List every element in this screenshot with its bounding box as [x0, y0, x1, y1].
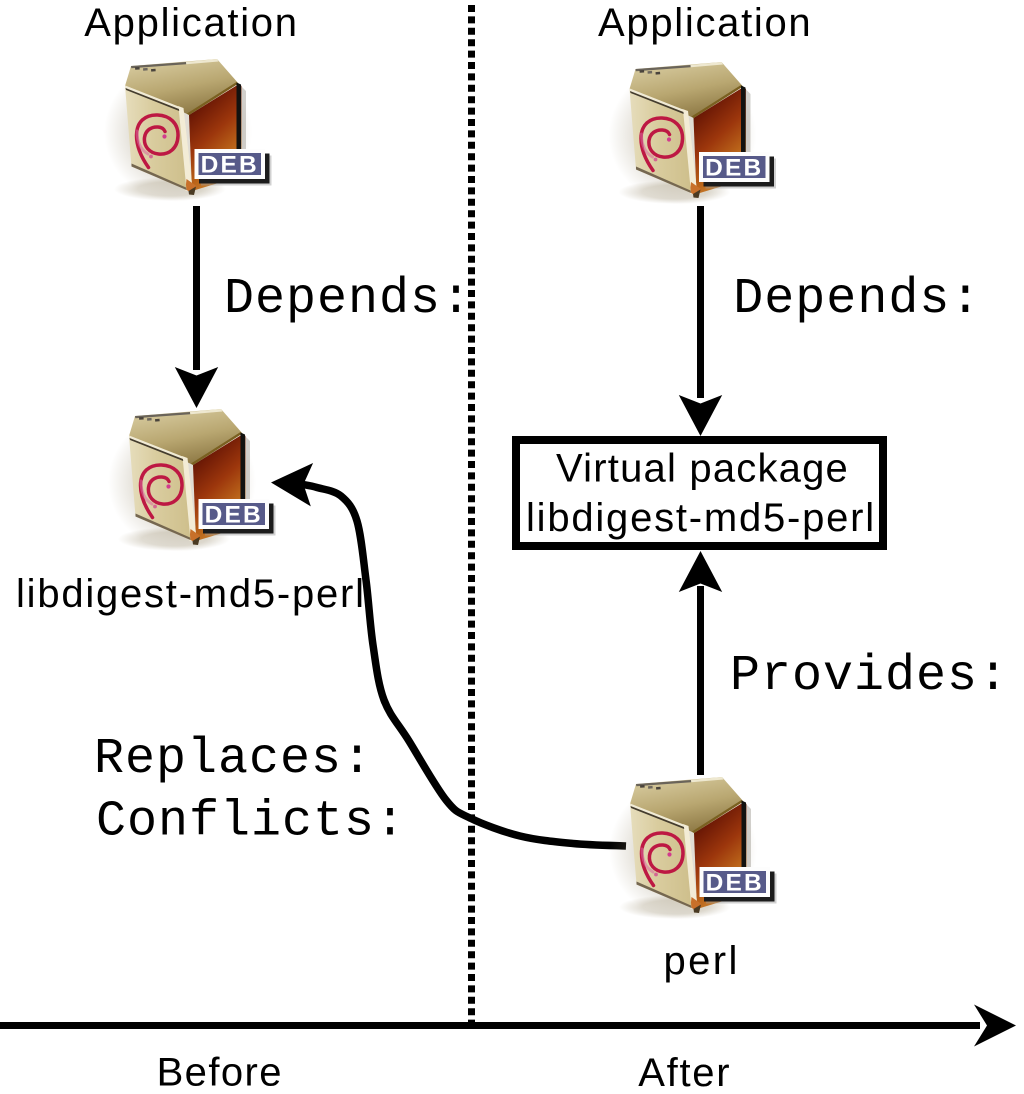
svg-text:Replaces:: Replaces: — [94, 731, 373, 788]
svg-text:Application: Application — [598, 1, 812, 45]
svg-text:Virtual package: Virtual package — [556, 446, 849, 490]
svg-text:libdigest-md5-perl: libdigest-md5-perl — [526, 496, 876, 540]
svg-text:Application: Application — [84, 1, 298, 45]
svg-text:Depends:: Depends: — [224, 271, 472, 328]
svg-text:libdigest-md5-perl: libdigest-md5-perl — [16, 572, 366, 616]
svg-text:Provides:: Provides: — [730, 648, 1009, 705]
svg-text:Conflicts:: Conflicts: — [96, 794, 406, 851]
svg-text:Depends:: Depends: — [733, 271, 981, 328]
svg-text:perl: perl — [664, 939, 740, 983]
svg-text:Before: Before — [157, 1051, 283, 1094]
svg-text:After: After — [638, 1051, 731, 1094]
